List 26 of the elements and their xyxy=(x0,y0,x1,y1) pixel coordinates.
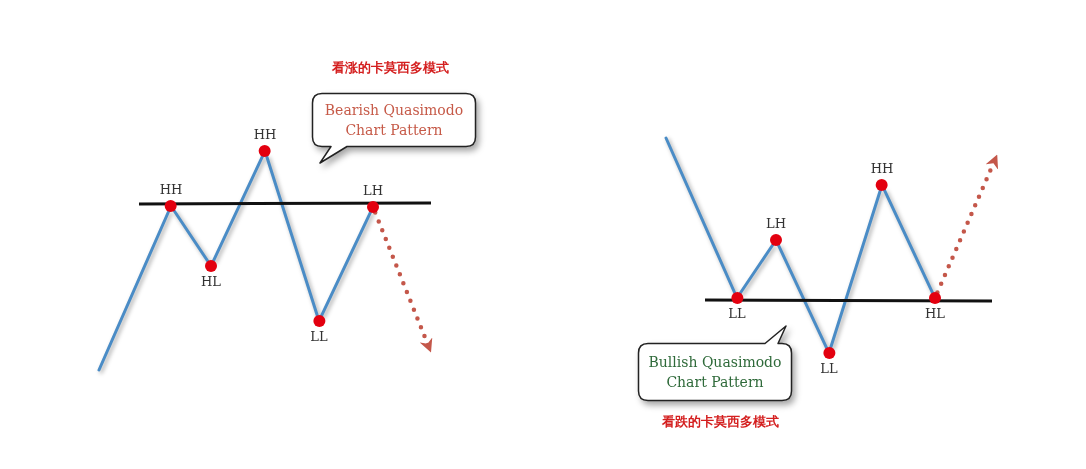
point-label: HL xyxy=(925,306,945,322)
price-line xyxy=(97,210,171,372)
price-line xyxy=(883,188,934,295)
point-label: LL xyxy=(728,306,746,322)
dotted-arrow xyxy=(372,210,433,353)
bubble-text: Bullish Quasimodo Chart Pattern xyxy=(647,353,783,392)
price-line xyxy=(172,209,210,263)
price-line xyxy=(829,189,882,349)
point-label: LH xyxy=(363,183,383,199)
chart-caption: 看涨的卡莫西多模式 xyxy=(331,59,449,77)
dotted-arrow xyxy=(935,154,999,295)
price-line xyxy=(320,210,372,318)
point-label: LL xyxy=(310,329,328,345)
point-label: HH xyxy=(253,127,277,143)
chart-caption: 看跌的卡莫西多模式 xyxy=(661,413,779,431)
point-label: HL xyxy=(201,274,221,290)
price-line xyxy=(738,243,775,295)
point-label: HH xyxy=(159,182,183,198)
bubble-text: Bearish Quasimodo Chart Pattern xyxy=(323,101,465,140)
price-line xyxy=(777,243,828,350)
point-label: LH xyxy=(766,216,786,232)
point-label: LL xyxy=(820,361,838,377)
point-label: HH xyxy=(870,161,894,177)
price-line xyxy=(265,155,319,317)
price-line xyxy=(212,154,264,263)
price-line xyxy=(664,136,737,294)
